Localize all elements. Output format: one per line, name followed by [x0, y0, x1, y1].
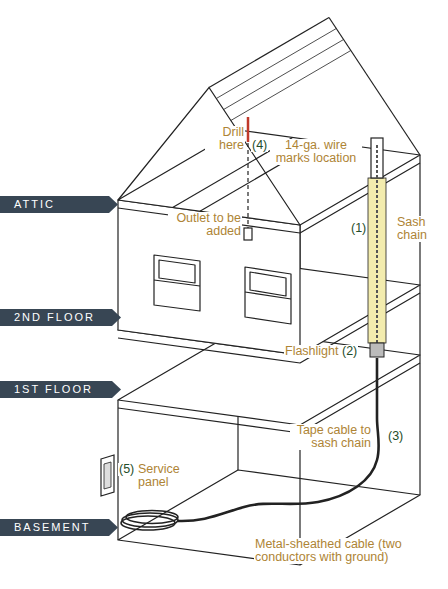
- sash-chain: [376, 145, 378, 343]
- window: [245, 267, 291, 324]
- tag-fill: [0, 381, 121, 398]
- callout-label: Drill here: [205, 126, 245, 152]
- callout-number: (4): [251, 139, 268, 152]
- floor-tag: 2ND FLOOR: [0, 309, 121, 326]
- wall-edge: [419, 155, 420, 495]
- floor-tag: ATTIC: [0, 196, 118, 213]
- shingle-line: [231, 51, 351, 121]
- wire-path: [247, 143, 248, 228]
- shingle-line: [224, 40, 344, 110]
- tag-fill: [0, 196, 118, 213]
- outlet-box: [244, 228, 252, 240]
- window-pane: [250, 272, 286, 296]
- slab-edge: [118, 363, 420, 433]
- drill-mark: [247, 117, 250, 142]
- tag-fill: [0, 309, 121, 326]
- floor-tag: BASEMENT: [0, 519, 118, 536]
- panel-door: [104, 462, 111, 489]
- callout-label: Tape cable to sash chain: [290, 424, 372, 450]
- callout-label: 14-ga. wire marks location: [270, 139, 362, 165]
- floor-label: 1ST FLOOR: [0, 381, 121, 398]
- callout-label: Flashlight: [284, 345, 340, 358]
- callout-number: (5): [118, 463, 135, 476]
- tag-fill: [0, 519, 118, 536]
- window-pane: [159, 260, 195, 283]
- callout-label: Sash chain: [396, 216, 442, 242]
- callout-number: (1): [350, 222, 367, 235]
- callout-label: Outlet to be added: [168, 212, 242, 238]
- metal-sheathed-cable: [178, 358, 379, 521]
- roof-edge: [329, 18, 420, 156]
- callout-label: Service panel: [137, 463, 189, 489]
- floor-label: 2ND FLOOR: [0, 309, 121, 326]
- floor-label: BASEMENT: [0, 519, 118, 536]
- roof-ridge: [209, 18, 329, 88]
- window: [154, 255, 200, 311]
- callout-number: (3): [387, 430, 404, 443]
- service-panel: [101, 455, 114, 496]
- callout-label: Metal-sheathed cable (two conductors wit…: [254, 538, 436, 564]
- shingle-line: [216, 29, 336, 99]
- front-wall: [118, 200, 300, 355]
- flashlight: [370, 343, 384, 357]
- callout-number: (2): [341, 345, 358, 358]
- floor-label: ATTIC: [0, 196, 118, 213]
- cable-coil: [121, 516, 175, 530]
- floor-tag: 1ST FLOOR: [0, 381, 121, 398]
